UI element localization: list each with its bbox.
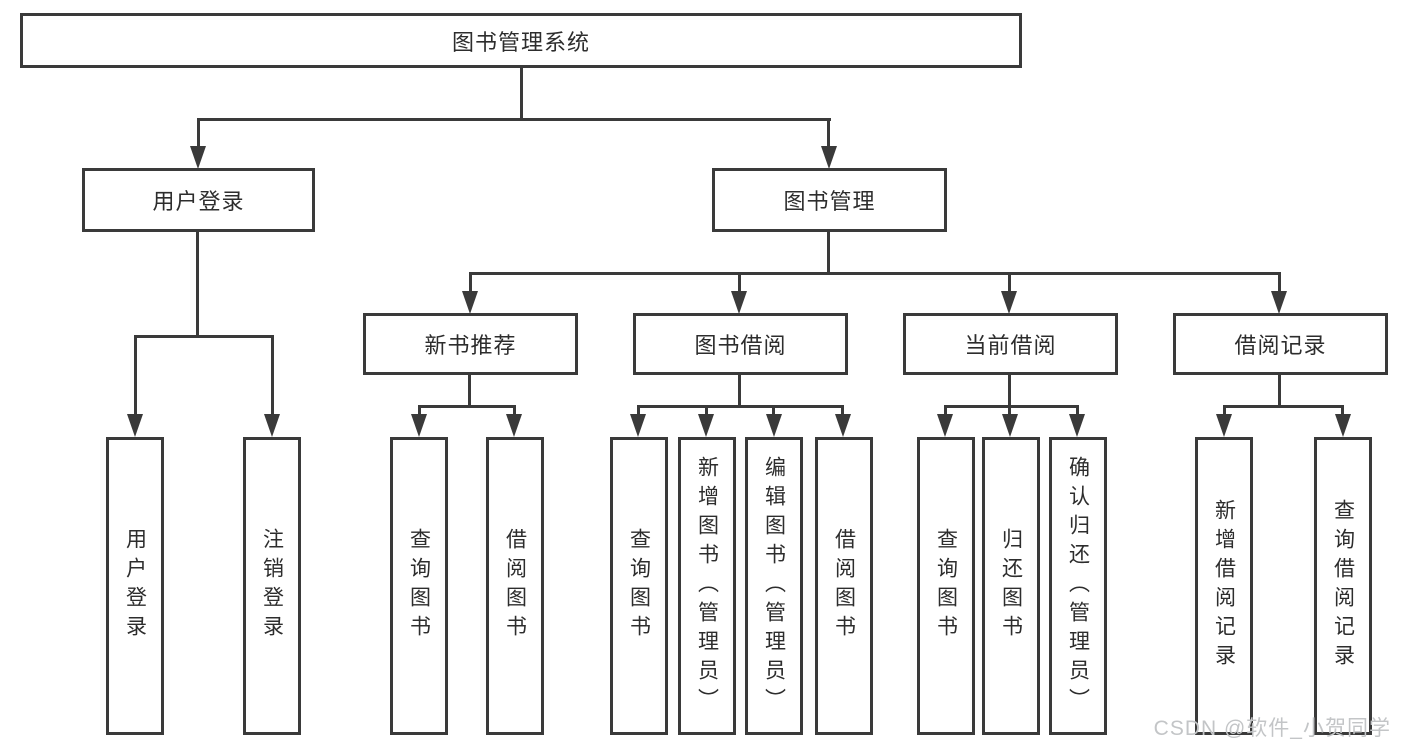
connector-line — [271, 335, 274, 415]
leaf-query-books-borrowing: 查询图书 — [610, 437, 668, 735]
leaf-label: 注销登录 — [260, 528, 284, 644]
connector-line — [134, 335, 137, 415]
connector-line — [1223, 405, 1226, 417]
node-user-login: 用户登录 — [82, 168, 315, 232]
leaf-label: 借阅图书 — [503, 528, 527, 644]
node-label: 新书推荐 — [424, 333, 517, 358]
leaf-label: 新增图书（管理员） — [695, 455, 719, 717]
connector-line — [827, 230, 830, 275]
arrow-down-icon — [411, 414, 427, 437]
leaf-add-borrow-record: 新增借阅记录 — [1195, 437, 1253, 735]
arrow-down-icon — [1069, 414, 1085, 437]
node-label: 用户登录 — [152, 189, 245, 214]
leaf-query-books-recommend: 查询图书 — [390, 437, 448, 735]
leaf-confirm-return-admin: 确认归还（管理员） — [1049, 437, 1107, 735]
connector-line — [197, 118, 831, 121]
arrow-down-icon — [835, 414, 851, 437]
csdn-watermark: CSDN @软件_小贺同学 — [1153, 717, 1391, 740]
leaf-borrow-books-recommend: 借阅图书 — [486, 437, 544, 735]
leaf-return-books: 归还图书 — [982, 437, 1040, 735]
connector-line — [705, 405, 708, 417]
leaf-label: 确认归还（管理员） — [1066, 455, 1090, 717]
leaf-label: 查询借阅记录 — [1331, 499, 1355, 673]
node-label: 借阅记录 — [1234, 333, 1327, 358]
connector-line — [134, 335, 274, 338]
leaf-label: 归还图书 — [999, 528, 1023, 644]
arrow-down-icon — [630, 414, 646, 437]
leaf-label: 新增借阅记录 — [1212, 499, 1236, 673]
connector-line — [513, 405, 516, 417]
node-new-book-recommendation: 新书推荐 — [363, 313, 578, 375]
arrow-down-icon — [506, 414, 522, 437]
arrow-down-icon — [1216, 414, 1232, 437]
node-library-management-system: 图书管理系统 — [20, 13, 1022, 68]
connector-line — [520, 66, 523, 120]
leaf-add-books-admin: 新增图书（管理员） — [678, 437, 736, 735]
leaf-query-books-current: 查询图书 — [917, 437, 975, 735]
connector-line — [738, 272, 741, 294]
leaf-logout: 注销登录 — [243, 437, 301, 735]
arrow-down-icon — [937, 414, 953, 437]
leaf-edit-books-admin: 编辑图书（管理员） — [745, 437, 803, 735]
connector-line — [1008, 405, 1011, 417]
node-label: 图书管理 — [783, 189, 876, 214]
leaf-borrow-books: 借阅图书 — [815, 437, 873, 735]
connector-line — [738, 373, 741, 408]
arrow-down-icon — [1001, 291, 1017, 314]
connector-line — [637, 405, 640, 417]
node-label: 当前借阅 — [964, 333, 1057, 358]
connector-line — [1341, 405, 1344, 417]
node-current-borrowing: 当前借阅 — [903, 313, 1118, 375]
node-borrowing-records: 借阅记录 — [1173, 313, 1388, 375]
connector-line — [1278, 272, 1281, 294]
connector-line — [196, 230, 199, 338]
arrow-down-icon — [698, 414, 714, 437]
connector-line — [1278, 373, 1281, 408]
leaf-user-login: 用户登录 — [106, 437, 164, 735]
connector-line — [944, 405, 947, 417]
arrow-down-icon — [462, 291, 478, 314]
node-label: 图书管理系统 — [451, 29, 590, 55]
leaf-label: 用户登录 — [123, 528, 147, 644]
arrow-down-icon — [731, 291, 747, 314]
arrow-down-icon — [1002, 414, 1018, 437]
connector-line — [197, 118, 200, 148]
connector-line — [469, 272, 1281, 275]
connector-line — [827, 118, 830, 148]
connector-line — [1008, 272, 1011, 294]
connector-line — [469, 272, 472, 294]
leaf-label: 查询图书 — [627, 528, 651, 644]
leaf-label: 编辑图书（管理员） — [762, 455, 786, 717]
arrow-down-icon — [127, 414, 143, 437]
arrow-down-icon — [821, 146, 837, 169]
arrow-down-icon — [1335, 414, 1351, 437]
arrow-down-icon — [1271, 291, 1287, 314]
arrow-down-icon — [766, 414, 782, 437]
connector-line — [772, 405, 775, 417]
node-label: 图书借阅 — [694, 333, 787, 358]
connector-line — [468, 373, 471, 408]
connector-line — [1008, 373, 1011, 408]
connector-line — [841, 405, 844, 417]
arrow-down-icon — [264, 414, 280, 437]
leaf-label: 查询图书 — [407, 528, 431, 644]
connector-line — [1223, 405, 1344, 408]
node-book-management: 图书管理 — [712, 168, 947, 232]
connector-line — [637, 405, 844, 408]
node-book-borrowing: 图书借阅 — [633, 313, 848, 375]
connector-line — [418, 405, 421, 417]
arrow-down-icon — [190, 146, 206, 169]
connector-line — [944, 405, 1079, 408]
connector-line — [1076, 405, 1079, 417]
leaf-query-borrow-record: 查询借阅记录 — [1314, 437, 1372, 735]
leaf-label: 查询图书 — [934, 528, 958, 644]
connector-line — [418, 405, 516, 408]
leaf-label: 借阅图书 — [832, 528, 856, 644]
